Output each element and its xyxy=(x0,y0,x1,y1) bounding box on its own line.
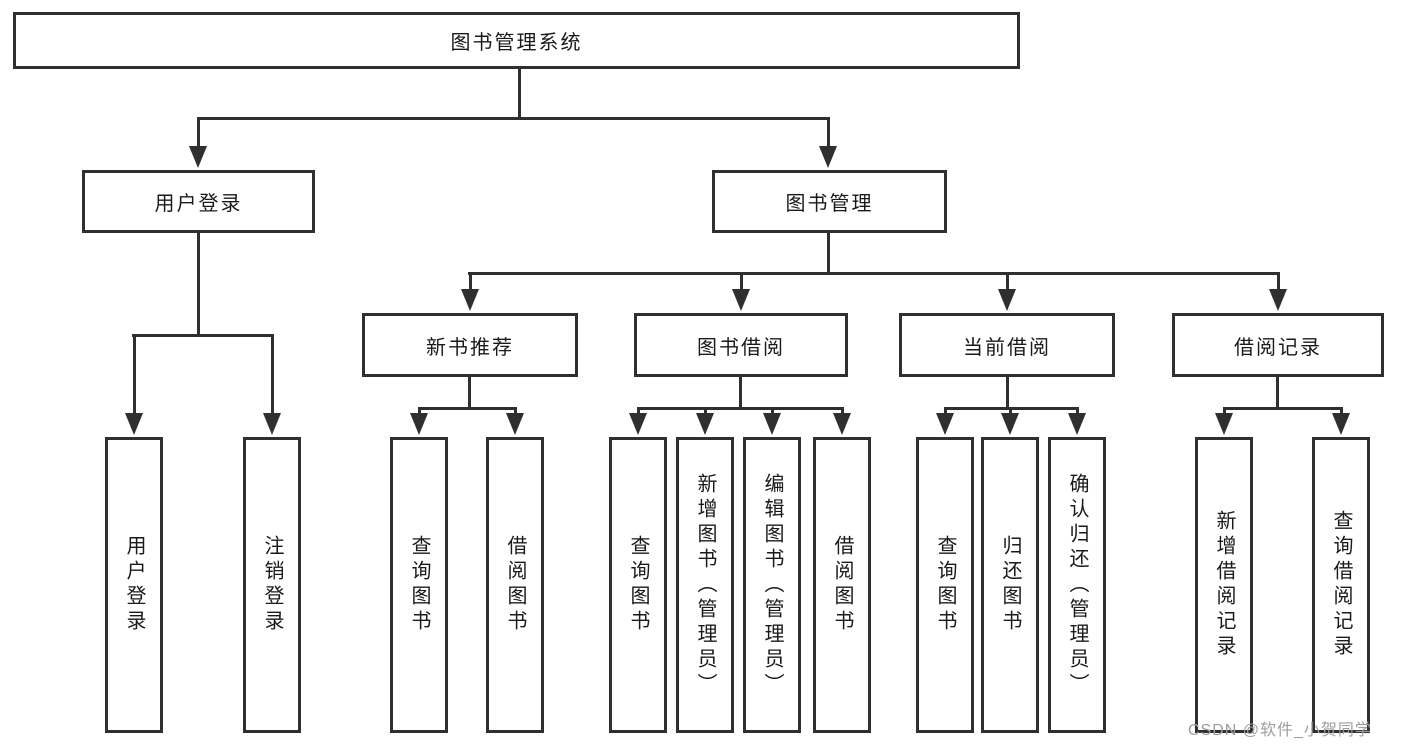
node-leaf-borrow-book-b: 借阅图书 xyxy=(813,437,871,733)
connector-arrowhead-icon xyxy=(833,413,851,435)
node-leaf-logout: 注销登录 xyxy=(243,437,301,733)
connector-arrow-shaft xyxy=(1006,272,1009,295)
connector-arrowhead-icon xyxy=(763,413,781,435)
connector-arrowhead-icon xyxy=(1068,413,1086,435)
connector-line xyxy=(1224,407,1342,410)
connector-arrowhead-icon xyxy=(1001,413,1019,435)
connector-arrowhead-icon xyxy=(696,413,714,435)
csdn-watermark: CSDN @软件_小贺同学 xyxy=(1188,722,1372,739)
connector-line xyxy=(1006,377,1009,409)
connector-line xyxy=(468,272,1279,275)
connector-line xyxy=(638,407,843,410)
node-book-borrow: 图书借阅 xyxy=(634,313,848,377)
node-current-borrow: 当前借阅 xyxy=(899,313,1115,377)
node-leaf-query-book-b: 查询图书 xyxy=(609,437,667,733)
connector-arrowhead-icon xyxy=(263,413,281,435)
connector-line xyxy=(197,233,200,336)
connector-arrowhead-icon xyxy=(1269,289,1287,311)
connector-arrowhead-icon xyxy=(125,413,143,435)
connector-arrow-shaft xyxy=(197,117,200,152)
connector-arrowhead-icon xyxy=(506,413,524,435)
connector-arrowhead-icon xyxy=(819,146,837,168)
node-leaf-user-login: 用户登录 xyxy=(105,437,163,733)
connector-arrowhead-icon xyxy=(1332,413,1350,435)
connector-line xyxy=(197,117,830,120)
node-root: 图书管理系统 xyxy=(13,12,1020,69)
node-new-book-recommend: 新书推荐 xyxy=(362,313,578,377)
connector-arrowhead-icon xyxy=(189,146,207,168)
node-leaf-borrow-book-a: 借阅图书 xyxy=(486,437,544,733)
connector-arrowhead-icon xyxy=(936,413,954,435)
connector-arrowhead-icon xyxy=(1215,413,1233,435)
connector-line xyxy=(468,377,471,409)
node-leaf-query-book-a: 查询图书 xyxy=(390,437,448,733)
connector-line xyxy=(132,334,274,337)
node-book-management: 图书管理 xyxy=(712,170,947,233)
node-leaf-add-book: 新增图书（管理员） xyxy=(676,437,734,733)
node-leaf-return-book: 归还图书 xyxy=(981,437,1039,733)
connector-line xyxy=(739,377,742,409)
node-leaf-add-borrow-record: 新增借阅记录 xyxy=(1195,437,1253,733)
connector-arrowhead-icon xyxy=(732,289,750,311)
connector-arrowhead-icon xyxy=(998,289,1016,311)
connector-line xyxy=(1276,377,1279,409)
connector-arrow-shaft xyxy=(133,334,136,419)
node-borrow-records: 借阅记录 xyxy=(1172,313,1384,377)
connector-arrowhead-icon xyxy=(410,413,428,435)
connector-line xyxy=(827,233,830,274)
connector-arrow-shaft xyxy=(740,272,743,295)
node-leaf-confirm-return: 确认归还（管理员） xyxy=(1048,437,1106,733)
connector-line xyxy=(419,407,516,410)
node-leaf-query-book-c: 查询图书 xyxy=(916,437,974,733)
connector-arrow-shaft xyxy=(271,334,274,419)
node-leaf-edit-book: 编辑图书（管理员） xyxy=(743,437,801,733)
node-user-login: 用户登录 xyxy=(82,170,315,233)
node-leaf-query-borrow-record: 查询借阅记录 xyxy=(1312,437,1370,733)
connector-arrow-shaft xyxy=(827,117,830,152)
connector-arrowhead-icon xyxy=(629,413,647,435)
connector-arrow-shaft xyxy=(1277,272,1280,295)
connector-line xyxy=(518,68,521,119)
connector-arrowhead-icon xyxy=(461,289,479,311)
connector-arrow-shaft xyxy=(469,272,472,295)
